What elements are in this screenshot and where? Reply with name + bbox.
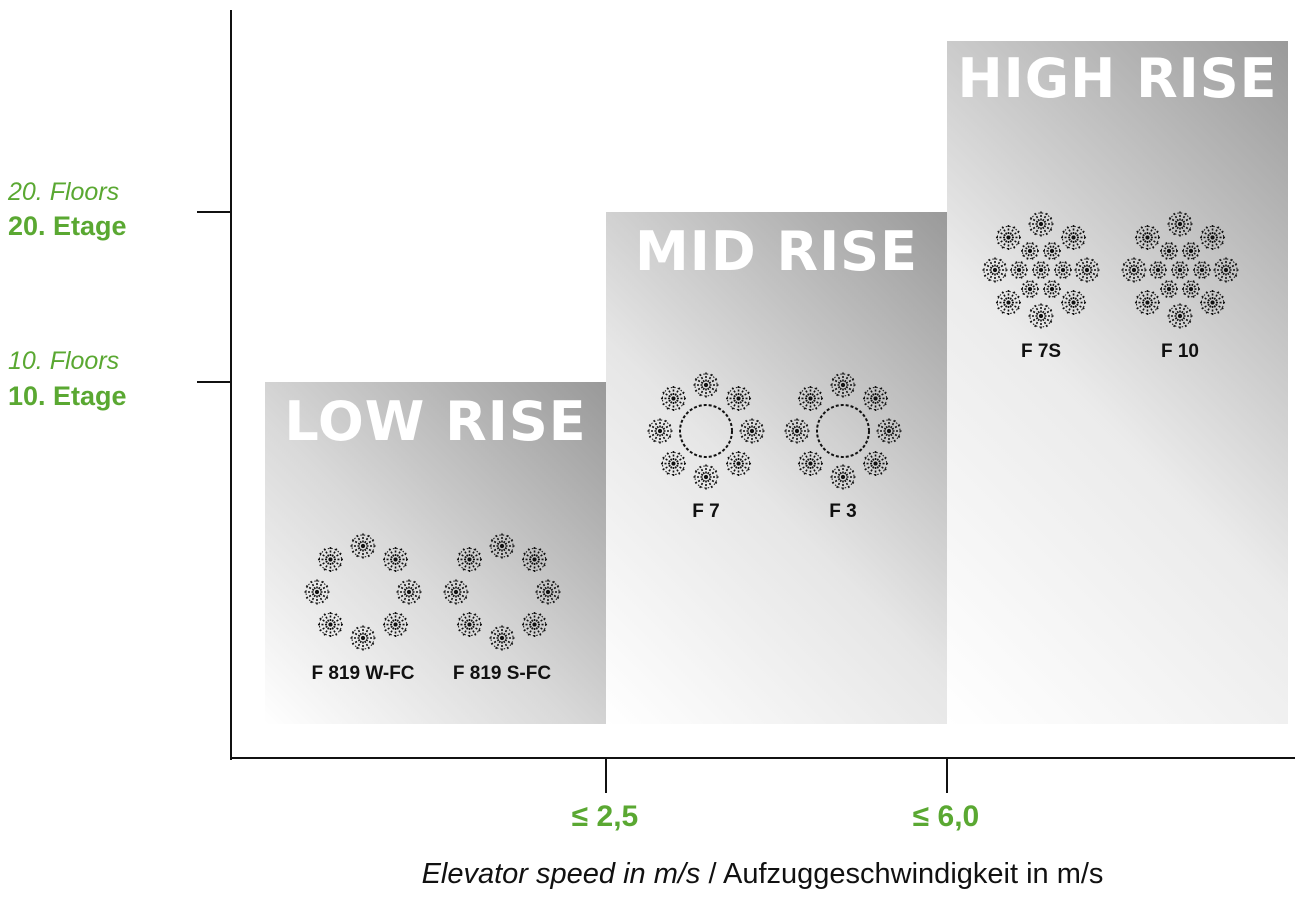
low-rise-title: LOW RISE	[284, 390, 587, 453]
rope-label-f819-sfc: F 819 S-FC	[452, 663, 552, 684]
mid-rise-panel: MID RISE F 7 F 3	[606, 212, 947, 724]
rope-label-f7: F 7	[692, 501, 720, 522]
rope-cross-section-icon	[982, 211, 1100, 329]
y-label-10-etage-de: 10. Etage	[8, 381, 127, 411]
rope-cross-section-icon	[784, 372, 902, 490]
x-axis-title-separator: /	[700, 858, 723, 890]
y-label-20-etage-de: 20. Etage	[8, 211, 127, 241]
rope-label-f819-wfc: F 819 W-FC	[311, 663, 415, 684]
y-tick-10-floors	[197, 381, 232, 383]
x-label-2-5: ≤ 2,5	[571, 800, 639, 833]
y-axis-line	[230, 10, 232, 760]
x-label-6-0: ≤ 6,0	[912, 800, 980, 833]
y-label-20-floors-en: 20. Floors	[8, 178, 120, 206]
x-axis-line	[230, 757, 1295, 759]
x-tick-2-5	[605, 759, 607, 793]
rope-label-f7s: F 7S	[1020, 341, 1062, 362]
x-tick-6-0	[946, 759, 948, 793]
rope-cross-section-icon	[443, 533, 561, 651]
rope-cross-section-icon	[304, 533, 422, 651]
x-axis-title-en: Elevator speed in m/s	[421, 858, 701, 890]
y-tick-20-floors	[197, 211, 232, 213]
rope-cross-section-icon	[1121, 211, 1239, 329]
high-rise-panel: HIGH RISE F 7S F 10	[947, 41, 1288, 724]
x-axis-title-de: Aufzuggeschwindigkeit in m/s	[723, 858, 1104, 890]
rope-label-f10: F 10	[1160, 341, 1200, 362]
mid-rise-title: MID RISE	[635, 220, 918, 283]
low-rise-panel: LOW RISE F 819 W-FC F 819 S-FC	[265, 382, 606, 724]
y-label-10-floors-en: 10. Floors	[8, 347, 120, 375]
rope-cross-section-icon	[647, 372, 765, 490]
x-axis-title: Elevator speed in m/s / Aufzuggeschwindi…	[230, 858, 1295, 891]
high-rise-title: HIGH RISE	[957, 47, 1278, 110]
rope-label-f3: F 3	[829, 501, 857, 522]
